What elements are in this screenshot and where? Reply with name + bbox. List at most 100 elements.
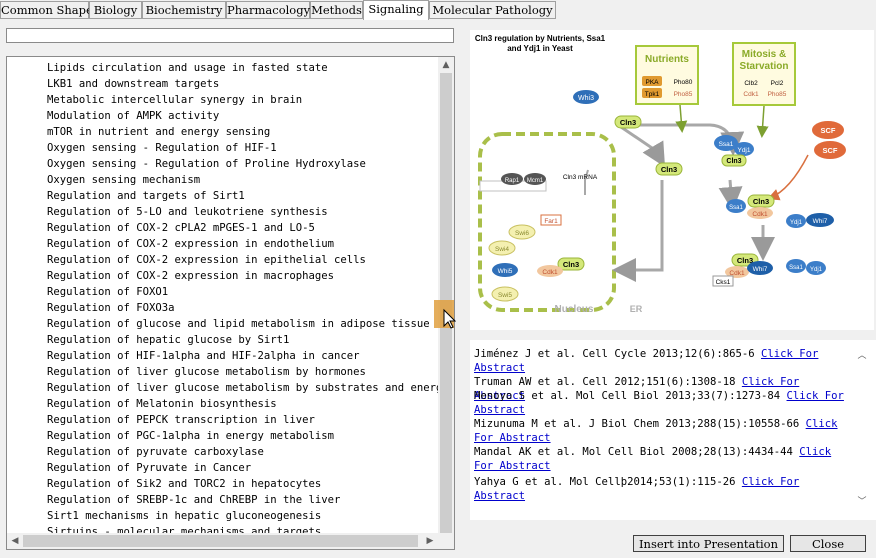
cln3-node-nucleus [557,257,585,271]
vertical-scrollbar[interactable]: ▲ [438,57,454,533]
cln3-label-ssa: Cln3 [726,158,741,165]
list-item[interactable]: Regulation of Pyruvate in Cancer [47,462,252,474]
list-item[interactable]: Modulation of AMPK activity [47,110,220,122]
list-item[interactable]: Regulation of COX-2 expression in epithe… [47,254,366,266]
list-item[interactable]: Regulation of liver glucose metabolism b… [47,382,455,394]
list-item[interactable]: Regulation of PGC-1alpha in energy metab… [47,430,335,442]
refs-scroll-up-icon[interactable]: ︿ [857,351,867,361]
cks1-node [712,275,734,287]
pathway-diagram[interactable]: Cln3 regulation by Nutrients, Ssa1 and Y… [470,30,874,330]
arrow-nutrients [675,104,688,133]
horizontal-scrollbar[interactable]: ◀ ▶ [7,533,438,549]
scroll-left-icon[interactable]: ◀ [11,536,19,546]
cln3-label-cdk: Cln3 [753,197,769,206]
ydj1-label-low: Ydj1 [810,267,823,273]
list-item[interactable]: Regulation of COX-2 expression in macrop… [47,270,335,282]
tab-biochemistry[interactable]: Biochemistry [142,1,226,18]
click-for-abstract-link[interactable]: Click For Abstract [474,376,800,402]
refs-scroll-down-icon[interactable]: ﹀ [857,497,867,507]
tab-signaling[interactable]: Signaling [363,0,429,20]
list-item[interactable]: Regulation of liver glucose metabolism b… [47,366,366,378]
tab-biology[interactable]: Biology [89,1,142,18]
reference-item: Truman AW et al. Cell 2012;151(6):1308-1… [474,375,849,403]
list-item[interactable]: Regulation of Sik2 and TORC2 in hepatocy… [47,478,322,490]
far1-node [540,214,562,226]
click-for-abstract-link[interactable]: Click For Abstract [474,418,838,444]
list-item[interactable]: Regulation of FOXO3a [47,302,175,314]
tab-pharmacology[interactable]: Pharmacology [226,1,311,18]
list-item[interactable]: Oxygen sensing - Regulation of HIF-1 [47,142,277,154]
insert-into-presentation-button[interactable]: Insert into Presentation [633,535,784,552]
cks1-label: Cks1 [716,279,731,286]
reference-citation: Yahya G et al. Mol Cellþ2014;53(1):115-2… [474,476,742,488]
scroll-up-icon[interactable]: ▲ [442,60,450,70]
cdk1-node-low [725,266,749,278]
cln3-node-top [614,115,642,129]
list-item[interactable]: Metabolic intercellular synergy in brain [47,94,303,106]
list-item[interactable]: Regulation and targets of Sirt1 [47,190,245,202]
list-item[interactable]: mTOR in nutrient and energy sensing [47,126,271,138]
cln3-label-low: Cln3 [737,256,753,265]
whi5-node [492,263,518,277]
list-item[interactable]: Regulation of HIF-1alpha and HIF-2alpha … [47,350,360,362]
pho80-label: Pho80 [674,79,693,86]
list-item[interactable]: Regulation of glucose and lipid metaboli… [47,318,430,330]
list-item[interactable]: Regulation of Melatonin biosynthesis [47,398,277,410]
swi4-label: Swi4 [495,246,509,253]
whi7-node-low [747,261,773,275]
list-item[interactable]: Regulation of pyruvate carboxylase [47,446,264,458]
swi5-node [491,286,519,302]
whi3-label: Whi3 [578,95,594,102]
list-item[interactable]: Sirt1 mechanisms in hepatic gluconeogene… [47,510,322,522]
list-item[interactable]: Oxygen sensing - Regulation of Proline H… [47,158,366,170]
click-for-abstract-link[interactable]: Click For Abstract [474,348,819,374]
click-for-abstract-link[interactable]: Click For Abstract [474,446,832,472]
scf-node-1 [812,121,844,139]
reference-item: Yahya G et al. Mol Cellþ2014;53(1):115-2… [474,475,849,503]
tab-molecular-pathology[interactable]: Molecular Pathology [429,1,556,18]
scroll-right-icon[interactable]: ▶ [426,536,434,546]
pho85-label: Pho85 [674,91,693,98]
list-item[interactable]: Lipids circulation and usage in fasted s… [47,62,328,74]
whi7-label-low: Whi7 [753,266,768,273]
rap1-label: Rap1 [505,178,520,184]
list-item[interactable]: Regulation of COX-2 cPLA2 mPGES-1 and LO… [47,222,315,234]
horizontal-scroll-thumb[interactable] [23,535,418,547]
whi7-label-top: Whi7 [813,218,828,225]
tab-common-shapes[interactable]: Common Shapes [0,1,99,18]
list-item[interactable]: Regulation of COX-2 expression in endoth… [47,238,335,250]
reference-citation: Mandal AK et al. Mol Cell Biol 2008;28(1… [474,446,800,458]
scf-node-2 [814,141,846,159]
tpk1-node [642,88,662,98]
click-for-abstract-link[interactable]: Click For Abstract [474,390,844,416]
list-item[interactable]: Regulation of SREBP-1c and ChREBP in the… [47,494,341,506]
reference-citation: Mizunuma M et al. J Biol Chem 2013;288(1… [474,418,806,430]
cdk1-node-mid [747,207,773,219]
pka-node [642,76,662,86]
mitosis-box [732,42,796,106]
ydj1-node-low [806,261,826,275]
nucleus-label: Nucleus [555,304,594,315]
arrow-scf [767,154,809,201]
diagram-title-line-2: and Ydj1 in Yeast [507,44,573,53]
list-item[interactable]: Oxygen sensing mechanism [47,174,201,186]
pathway-list[interactable]: Lipids circulation and usage in fasted s… [6,56,455,550]
clb2-label: Clb2 [744,80,758,87]
scf-label-1: SCF [821,126,836,135]
ssa1-label: Ssa1 [719,141,734,148]
cdk1-label-top: Cdk1 [743,91,759,98]
cdk1-label-nucleus: Cdk1 [542,269,558,276]
close-button[interactable]: Close [790,535,866,552]
list-item[interactable]: LKB1 and downstream targets [47,78,220,90]
list-item[interactable]: Regulation of hepatic glucose by Sirt1 [47,334,290,346]
list-item[interactable]: Regulation of 5-LO and leukotriene synth… [47,206,328,218]
tab-methods[interactable]: Methods [310,1,363,18]
search-input[interactable] [6,28,454,43]
tab-divider [0,18,556,19]
click-for-abstract-link[interactable]: Click For Abstract [474,476,800,502]
list-item[interactable]: Regulation of PEPCK transcription in liv… [47,414,315,426]
list-item[interactable]: Regulation of FOXO1 [47,286,169,298]
ydj1-node-mid [786,214,806,228]
ssa1-node [714,135,738,151]
ydj1-node [734,142,754,156]
